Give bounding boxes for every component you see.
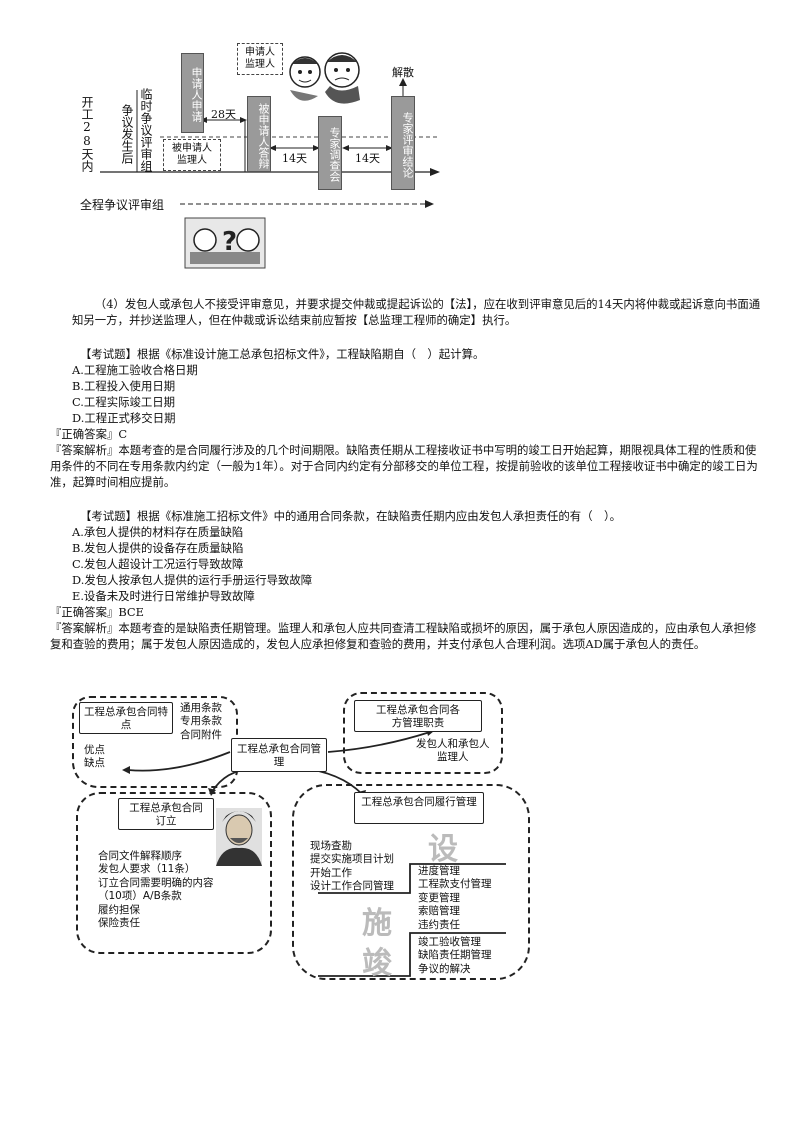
question-2-option-c: C.发包人超设计工况运行导致故障 — [72, 557, 244, 571]
question-1-answer: 『正确答案』C — [50, 427, 128, 441]
question-1-answer-block: 『正确答案』C 『答案解析』本题考查的是合同履行涉及的几个时间期限。缺陷责任期从… — [50, 426, 762, 490]
duties-region — [343, 692, 503, 774]
cons-item: 缺点 — [84, 757, 105, 770]
question-2-stem: 【考试题】根据《标准施工招标文件》中的通用合同条款，在缺陷责任期内应由发包人承担… — [80, 509, 622, 523]
end-items-list: 竣工验收管理 缺陷责任期管理 争议的解决 — [418, 936, 492, 976]
site-item: 开始工作 — [310, 866, 352, 879]
question-2-option-d: D.发包人按承包人提供的运行手册运行导致故障 — [72, 573, 313, 587]
question-2-answer: 『正确答案』BCE — [50, 605, 144, 619]
days-28-label: 28天 — [211, 108, 236, 121]
general-terms-list: 通用条款 专用条款 合同附件 — [180, 702, 222, 742]
signing-item: 合同文件解释顺序 — [98, 850, 182, 862]
parties-list: 发包人和承包人 监理人 — [416, 738, 490, 765]
end-item: 争议的解决 — [418, 962, 471, 975]
question-2-option-b: B.发包人提供的设备存在质量缺陷 — [72, 541, 244, 555]
expert-survey-box: 专家调查会 — [318, 116, 342, 190]
days-14b-label: 14天 — [355, 152, 380, 165]
question-2: 【考试题】根据《标准施工招标文件》中的通用合同条款，在缺陷责任期内应由发包人承担… — [72, 508, 762, 604]
dashed-top-line1: 申请人 — [245, 47, 275, 58]
owner-contractor-item: 发包人和承包人 — [416, 738, 490, 750]
dissolve-label: 解散 — [392, 66, 414, 79]
applicant-apply-box: 申请人申请 — [181, 53, 204, 133]
contract-annex-item: 合同附件 — [180, 728, 222, 741]
signing-item: 发包人要求（11条） — [98, 863, 196, 876]
features-box: 工程总承包合同特点 — [79, 702, 173, 734]
signing-item: （10项）A/B条款 — [98, 890, 182, 903]
end-item: 竣工验收管理 — [418, 936, 481, 948]
days-14a-label: 14天 — [282, 152, 307, 165]
site-item: 设计工作合同管理 — [310, 880, 394, 893]
special-terms-item: 专用条款 — [180, 715, 222, 728]
paragraph-4-text: （4）发包人或承包人不接受评审意见，并要求提交仲裁或提起诉讼的【法】，应在收到评… — [72, 297, 761, 327]
arguing-people-icon — [289, 52, 360, 104]
question-2-option-a: A.承包人提供的材料存在质量缺陷 — [72, 525, 244, 539]
signing-box: 工程总承包合同订立 — [118, 798, 214, 830]
svg-text:?: ? — [222, 227, 237, 257]
dashed-bottom-line2: 监理人 — [177, 155, 207, 166]
signing-item: 订立合同需要明确的内容 — [98, 876, 214, 889]
pros-item: 优点 — [84, 744, 105, 756]
dispute-occurred-label: 争议发生后 — [120, 104, 134, 164]
expert-conclusion-box: 专家评审结论 — [391, 96, 415, 190]
mid-item: 变更管理 — [418, 891, 460, 904]
applicant-supervisor-dashed-box: 申请人 监理人 — [237, 43, 283, 75]
site-items-list: 现场查勘 提交实施项目计划 开始工作 设计工作合同管理 — [310, 840, 394, 894]
watermark-complete: 竣 — [362, 946, 392, 981]
mid-item: 工程款支付管理 — [418, 878, 492, 891]
mid-item: 违约责任 — [418, 918, 460, 931]
site-item: 提交实施项目计划 — [310, 853, 394, 866]
mid-item: 索赔管理 — [418, 905, 460, 918]
respondent-reply-box: 被申请人答辩 — [247, 96, 271, 172]
question-1-option-d: D.工程正式移交日期 — [72, 411, 176, 425]
signing-items-list: 合同文件解释顺序 发包人要求（11条） 订立合同需要明确的内容 （10项）A/B… — [98, 850, 214, 930]
site-item: 现场查勘 — [310, 840, 352, 852]
pros-cons-list: 优点 缺点 — [84, 744, 105, 771]
portrait-icon — [216, 808, 262, 866]
mid-item: 进度管理 — [418, 865, 460, 877]
signing-item: 保险责任 — [98, 917, 140, 930]
contract-management-center-box: 工程总承包合同管理 — [231, 738, 327, 772]
question-2-answer-block: 『正确答案』BCE 『答案解析』本题考查的是缺陷责任期管理。监理人和承包人应共同… — [50, 604, 762, 652]
watermark-construct: 施 — [362, 906, 392, 941]
dispute-review-diagram: ? 开工28天内 争议发生后 临时争议评审组 申请人申请 28天 申请人 监理人… — [0, 0, 800, 280]
question-1-option-a: A.工程施工验收合格日期 — [72, 363, 198, 377]
performance-region — [292, 784, 530, 980]
dispute-diagram-lines: ? — [100, 52, 440, 269]
dashed-top-line2: 监理人 — [245, 59, 275, 70]
full-group-label: 全程争议评审组 — [80, 198, 165, 212]
performance-box: 工程总承包合同履行管理 — [354, 792, 484, 824]
question-2-analysis: 『答案解析』本题考查的是缺陷责任期管理。监理人和承包人应共同查清工程缺陷或损坏的… — [50, 621, 757, 651]
start-label: 开工28天内 — [80, 96, 94, 172]
question-1-analysis: 『答案解析』本题考查的是合同履行涉及的几个时间期限。缺陷责任期从工程接收证书中写… — [50, 443, 758, 489]
discussion-cartoon-icon: ? — [184, 217, 266, 269]
question-1-stem: 【考试题】根据《标准设计施工总承包招标文件》，工程缺陷期自（ ）起计算。 — [80, 347, 485, 361]
general-terms-item: 通用条款 — [180, 702, 222, 714]
question-1-option-b: B.工程投入使用日期 — [72, 379, 176, 393]
question-2-option-e: E.设备未及时进行日常维护导致故障 — [72, 589, 255, 603]
paragraph-4: （4）发包人或承包人不接受评审意见，并要求提交仲裁或提起诉讼的【法】，应在收到评… — [72, 296, 762, 328]
temp-group-label: 临时争议评审组 — [139, 88, 153, 172]
signing-item: 履约担保 — [98, 903, 140, 916]
mid-items-list: 进度管理 工程款支付管理 变更管理 索赔管理 违约责任 — [418, 865, 492, 932]
signing-region — [76, 792, 272, 954]
watermark-design: 设 — [428, 832, 458, 867]
end-item: 缺陷责任期管理 — [418, 949, 492, 962]
duties-box: 工程总承包合同各方管理职责 — [354, 700, 482, 732]
dashed-bottom-line1: 被申请人 — [172, 143, 212, 154]
epc-contract-mindmap: 工程总承包合同特点 通用条款 专用条款 合同附件 优点 缺点 工程总承包合同管理… — [0, 688, 800, 988]
question-1-option-c: C.工程实际竣工日期 — [72, 395, 176, 409]
respondent-supervisor-dashed-box: 被申请人 监理人 — [163, 139, 221, 171]
supervisor-item: 监理人 — [437, 751, 469, 764]
question-1: 【考试题】根据《标准设计施工总承包招标文件》，工程缺陷期自（ ）起计算。 A.工… — [72, 346, 762, 426]
